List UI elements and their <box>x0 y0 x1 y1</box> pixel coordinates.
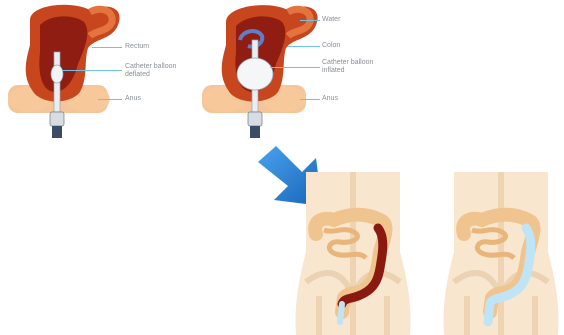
label-catheter-inflated: Catheter balloon inflated <box>322 59 373 75</box>
abdomen-before-illustration <box>294 172 412 335</box>
abdomen-after-illustration <box>442 172 560 335</box>
leader-catheter-inflated <box>270 67 320 68</box>
catheter-balloon-deflated <box>51 65 63 83</box>
leader-water <box>300 20 320 21</box>
leader-anus <box>98 99 122 100</box>
label-catheter-deflated: Catheter balloon deflated <box>125 63 176 79</box>
anatomy-deflated-illustration <box>0 0 125 145</box>
label-anus: Anus <box>322 95 338 103</box>
catheter-balloon-inflated <box>237 58 273 90</box>
anatomy-inflated-illustration <box>198 0 323 145</box>
leader-colon <box>287 46 320 47</box>
leader-catheter-deflated <box>62 70 122 71</box>
leader-rectum <box>92 47 122 48</box>
label-colon: Colon <box>322 42 340 50</box>
label-rectum: Rectum <box>125 43 149 51</box>
leader-anus <box>300 99 320 100</box>
label-anus: Anus <box>125 95 141 103</box>
label-water: Water <box>322 16 340 24</box>
